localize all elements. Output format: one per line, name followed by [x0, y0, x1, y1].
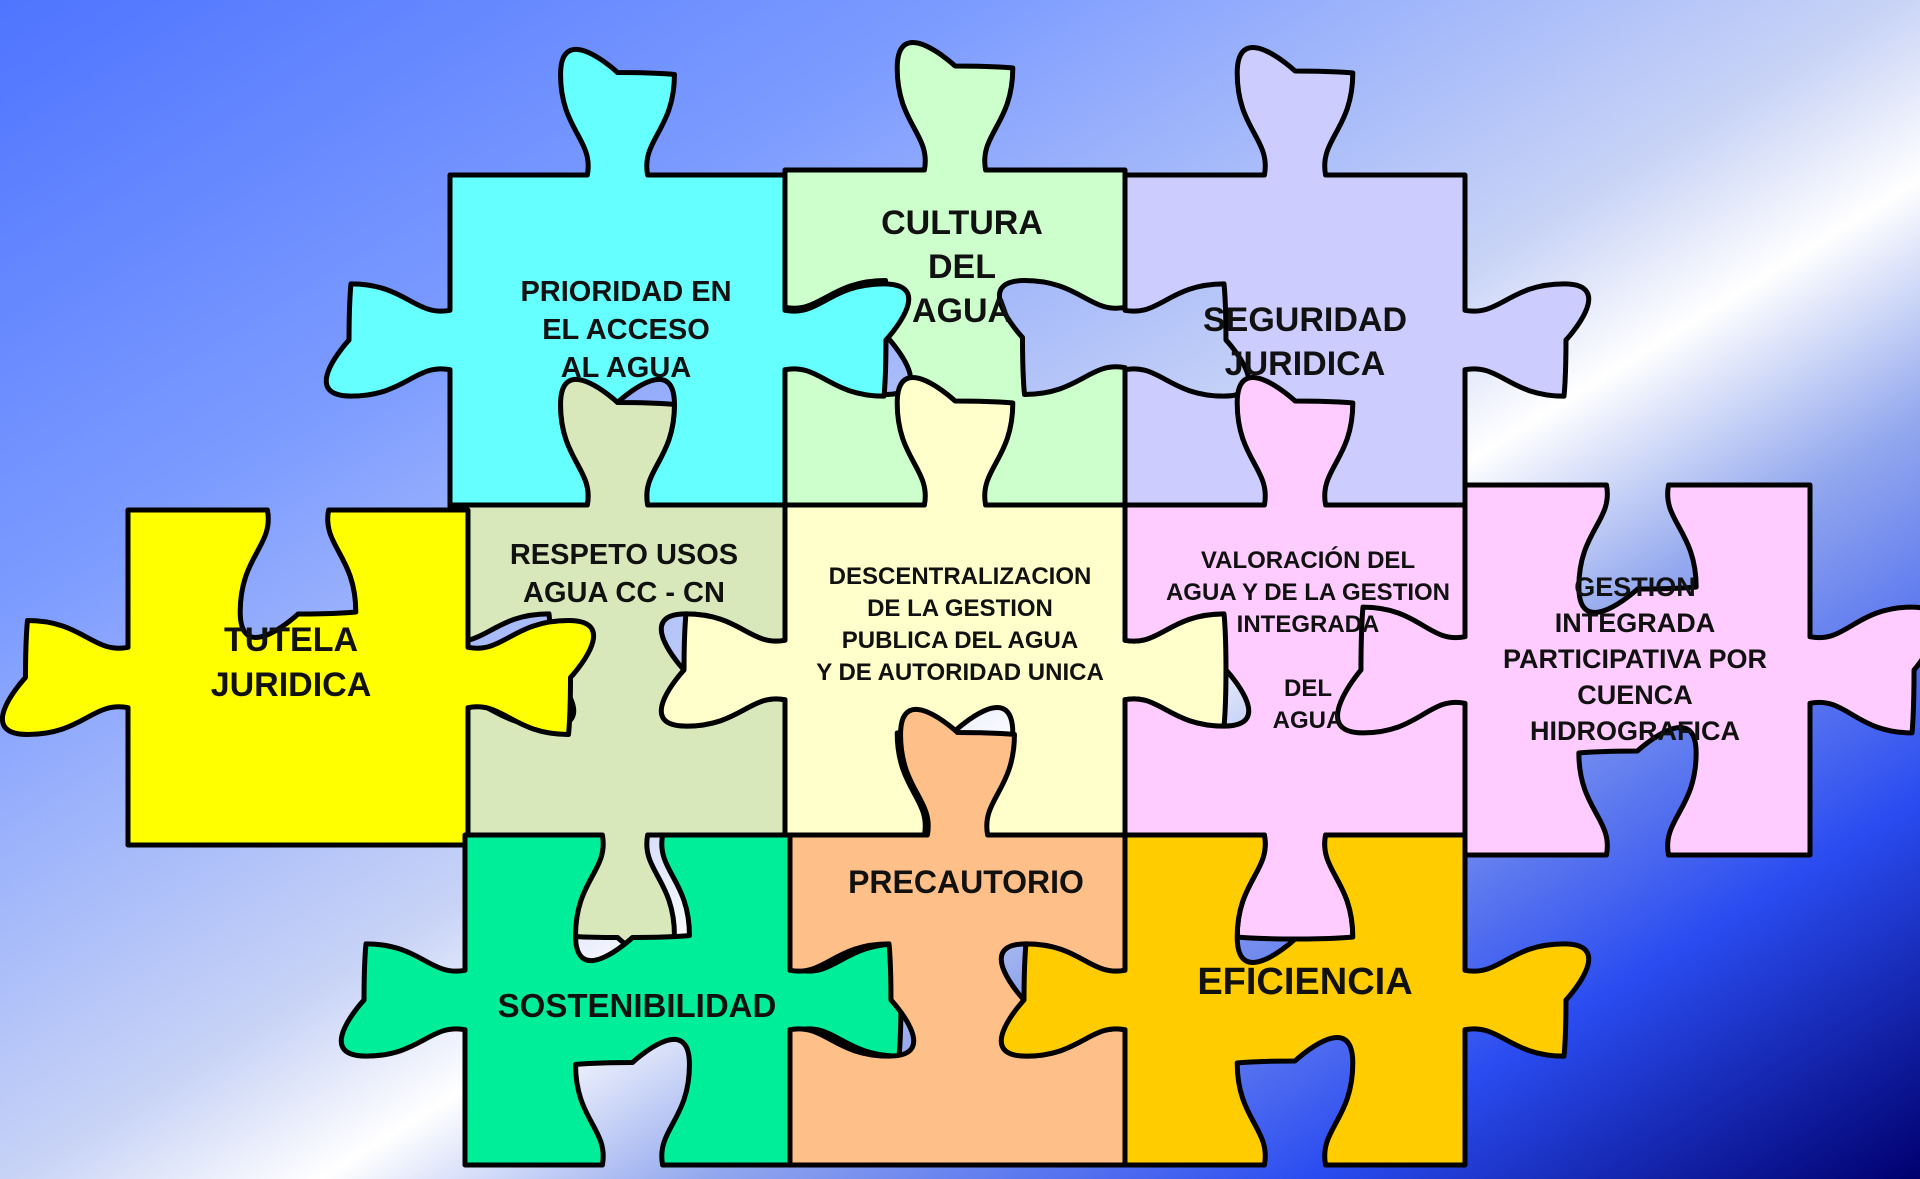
label-seguridad: SEGURIDAD JURIDICA [1202, 301, 1408, 383]
label-eficiencia: EFICIENCIA [1197, 961, 1413, 1003]
label-descentralizacion: DESCENTRALIZACION DE LA GESTION PUBLICA … [816, 563, 1104, 686]
label-prioridad: PRIORIDAD EN EL ACCESO AL AGUA [520, 276, 732, 384]
label-sostenibilidad: SOSTENIBILIDAD [497, 987, 777, 1024]
piece-gestion [1335, 482, 1920, 858]
label-gestion: GESTION INTEGRADA PARTICIPATIVA POR CUEN… [1502, 572, 1767, 746]
label-respeto: RESPETO USOS AGUA CC - CN [509, 539, 739, 609]
label-tutela: TUTELA JURIDICA [210, 621, 372, 704]
label-valoracion: VALORACIÓN DEL AGUA Y DE LA GESTION INTE… [1165, 547, 1451, 734]
piece-tutela [0, 507, 597, 848]
label-cultura: CULTURA DEL AGUA [881, 204, 1043, 330]
piece-eficiencia [998, 832, 1592, 1168]
label-precautorio: PRECAUTORIO [848, 864, 1084, 900]
